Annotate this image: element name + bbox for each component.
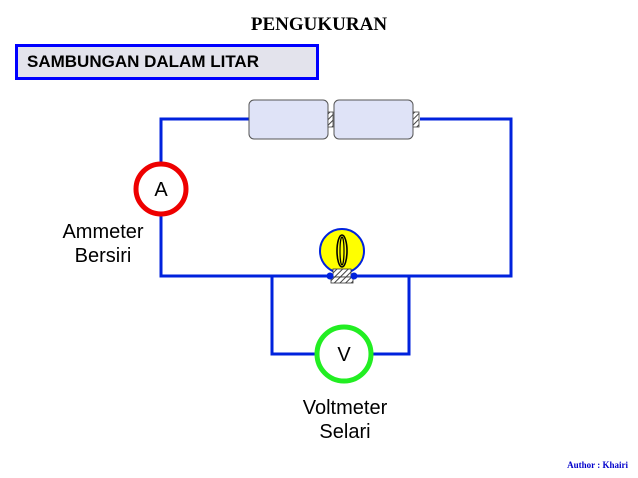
author-credit: Author : Khairi xyxy=(567,460,628,470)
bulb-contact-left xyxy=(326,272,334,280)
ammeter-label: Ammeter Bersiri xyxy=(48,220,158,268)
wire-top-right xyxy=(354,117,513,278)
battery-cell-2 xyxy=(333,99,414,140)
page-title: PENGUKURAN xyxy=(250,14,388,35)
battery xyxy=(248,99,420,140)
wire-left-lower xyxy=(159,215,330,278)
ammeter-symbol: A xyxy=(154,179,168,201)
bulb-cap xyxy=(330,276,354,284)
section-title: SAMBUNGAN DALAM LITAR xyxy=(27,52,259,71)
battery-terminal-1 xyxy=(327,111,334,128)
bulb-base xyxy=(332,268,352,278)
wire-voltmeter-right xyxy=(372,276,411,356)
wire-voltmeter-left xyxy=(270,276,316,356)
section-title-box: SAMBUNGAN DALAM LITAR xyxy=(15,44,319,80)
ammeter-label-line1: Ammeter xyxy=(62,221,144,243)
bulb-filament-outer xyxy=(336,234,348,268)
battery-cell-1 xyxy=(248,99,329,140)
voltmeter-label: Voltmeter Selari xyxy=(280,396,410,444)
light-bulb xyxy=(319,228,365,284)
voltmeter-label-line1: Voltmeter xyxy=(302,397,388,419)
voltmeter-label-line2: Selari xyxy=(319,421,371,443)
battery-terminal-2 xyxy=(412,111,420,128)
ammeter-label-line2: Bersiri xyxy=(74,245,132,267)
bulb-filament-inner xyxy=(339,236,345,266)
ammeter xyxy=(133,161,189,217)
voltmeter-symbol: V xyxy=(337,344,351,366)
circuit-wires xyxy=(159,117,513,356)
voltmeter xyxy=(314,324,374,384)
wire-top-left xyxy=(159,117,249,164)
bulb-contact-right xyxy=(350,272,358,280)
